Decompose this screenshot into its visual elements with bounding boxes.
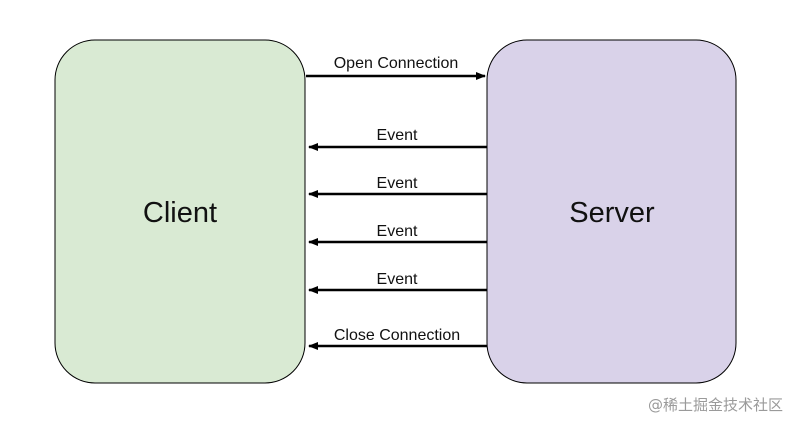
event-edge: Event (308, 127, 487, 151)
client-label: Client (143, 197, 217, 229)
event-label: Event (377, 127, 418, 144)
event-label: Event (377, 271, 418, 288)
event-edge: Event (308, 271, 487, 294)
client-box (54, 39, 306, 384)
client-node: Client (54, 39, 306, 384)
server-box (486, 39, 737, 384)
event-label: Event (377, 223, 418, 240)
close-connection-label: Close Connection (334, 327, 460, 344)
event-edge: Event (308, 223, 487, 246)
open-connection-label: Open Connection (334, 55, 459, 72)
server-label: Server (569, 197, 655, 229)
event-edge: Event (308, 175, 487, 198)
watermark: @稀土掘金技术社区 (647, 396, 783, 414)
open-connection-edge: Open Connection (306, 55, 486, 80)
event-label: Event (377, 175, 418, 192)
server-node: Server (486, 39, 737, 384)
close-connection-edge: Close Connection (308, 327, 487, 350)
